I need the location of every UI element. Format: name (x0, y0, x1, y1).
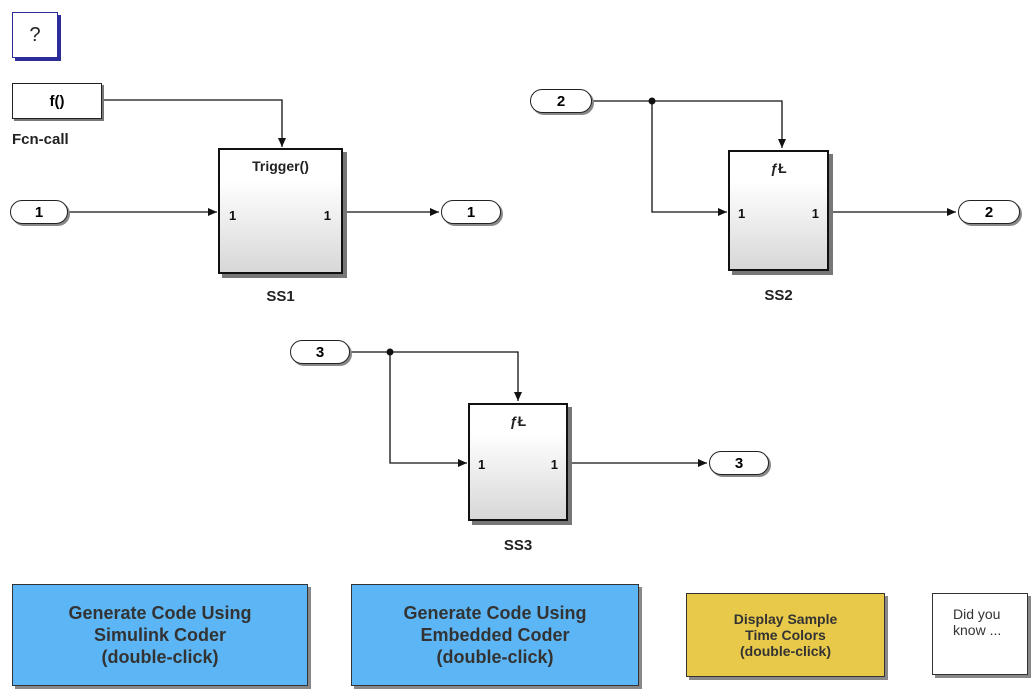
fcn-call-signal-line (103, 99, 286, 147)
inport-1-number: 1 (34, 203, 44, 221)
did-you-know-note[interactable]: Did you know ... (932, 593, 1028, 675)
display-sample-time-colors-button[interactable]: Display Sample Time Colors (double-click… (686, 593, 885, 677)
inport-3[interactable]: 3 (290, 340, 350, 364)
signal-line-in3-ss3 (389, 352, 467, 467)
fcn-call-label: Fcn-call (12, 131, 69, 148)
inport-2[interactable]: 2 (530, 89, 592, 113)
inport-3-number: 3 (315, 343, 325, 361)
ss3-input-pin: 1 (478, 457, 486, 472)
ss3-label: SS3 (503, 537, 533, 554)
signal-line-in2-trigger (652, 100, 786, 148)
outport-1-number: 1 (466, 203, 476, 221)
function-call-generator-block[interactable]: f() (12, 83, 102, 119)
ss1-output-pin: 1 (323, 208, 331, 223)
signal-line-in3-trigger (390, 351, 522, 401)
subsystem-ss3[interactable]: ƒŁ 1 1 (468, 403, 568, 521)
signal-line-in2-ss2 (651, 101, 727, 216)
subsystem-ss1[interactable]: Trigger() 1 1 (218, 148, 343, 274)
generate-code-simulink-coder-button[interactable]: Generate Code Using Simulink Coder (doub… (12, 584, 308, 686)
ss1-input-pin: 1 (229, 208, 237, 223)
ss2-output-pin: 1 (811, 206, 819, 221)
generate-code-embedded-coder-button[interactable]: Generate Code Using Embedded Coder (doub… (351, 584, 639, 686)
ss2-label: SS2 (764, 287, 793, 304)
ss1-label: SS1 (266, 288, 295, 305)
inport-1[interactable]: 1 (10, 200, 68, 224)
inport-2-number: 2 (556, 92, 566, 110)
ss1-trigger-text: Trigger() (252, 158, 309, 174)
question-mark-icon: ? (29, 23, 41, 46)
outport-2[interactable]: 2 (958, 200, 1020, 224)
outport-1[interactable]: 1 (441, 200, 501, 224)
outport-3-number: 3 (734, 454, 744, 472)
ss2-input-pin: 1 (738, 206, 746, 221)
fcn-call-block-text: f() (49, 92, 65, 110)
help-block[interactable]: ? (12, 12, 58, 58)
ss2-trigger-icon: ƒŁ (770, 160, 787, 176)
branch-point-in3 (386, 348, 394, 356)
outport-2-number: 2 (984, 203, 994, 221)
outport-3[interactable]: 3 (709, 451, 769, 475)
ss3-trigger-icon: ƒŁ (509, 413, 527, 429)
ss3-output-pin: 1 (550, 457, 558, 472)
subsystem-ss2[interactable]: ƒŁ 1 1 (728, 150, 829, 271)
branch-point-in2 (648, 97, 656, 105)
